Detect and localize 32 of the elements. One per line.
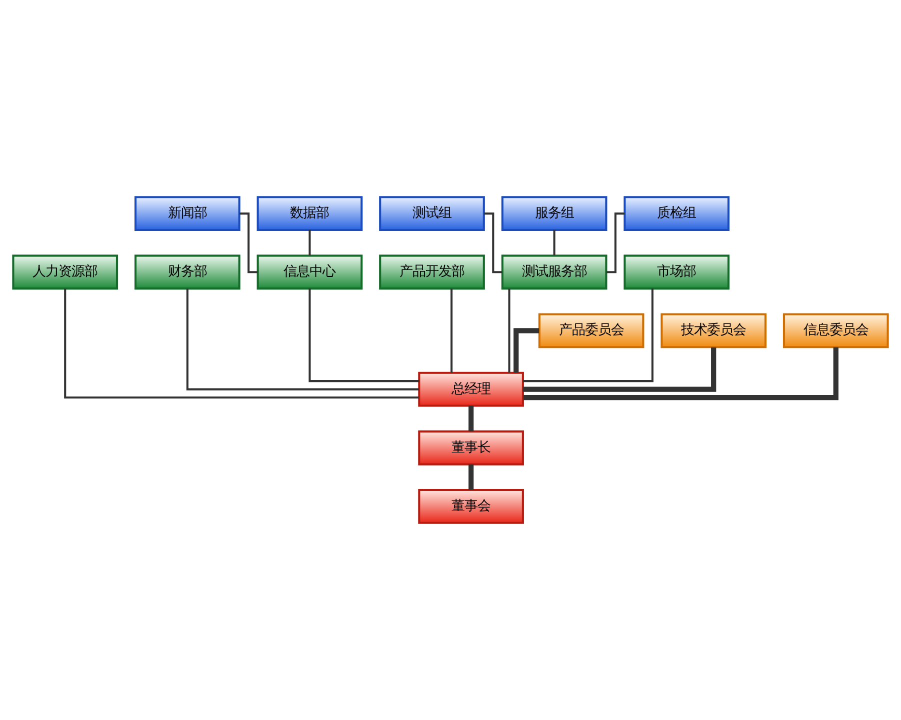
connector bbox=[508, 288, 510, 372]
node-box: 信息中心 bbox=[256, 254, 363, 290]
node-box: 市场部 bbox=[624, 254, 730, 290]
node-box: 测试组 bbox=[379, 196, 485, 232]
node-box: 总经理 bbox=[418, 372, 524, 407]
node-box: 产品开发部 bbox=[379, 254, 485, 290]
node-box: 新闻部 bbox=[134, 196, 240, 232]
node-box: 质检组 bbox=[624, 196, 730, 232]
node-box: 数据部 bbox=[256, 196, 363, 232]
node-box: 财务部 bbox=[134, 254, 240, 290]
connector bbox=[308, 288, 420, 382]
connector bbox=[523, 347, 716, 392]
connector bbox=[468, 406, 474, 432]
node-box: 产品委员会 bbox=[538, 313, 644, 348]
node-box: 董事会 bbox=[418, 488, 524, 524]
node-box: 董事长 bbox=[418, 430, 524, 466]
connector bbox=[308, 230, 311, 256]
connector bbox=[523, 288, 654, 382]
connector bbox=[186, 288, 420, 390]
node-box: 服务组 bbox=[501, 196, 608, 232]
connector bbox=[484, 212, 502, 274]
connector bbox=[240, 212, 258, 274]
connector bbox=[606, 212, 624, 274]
node-box: 人力资源部 bbox=[12, 254, 118, 290]
connector bbox=[468, 464, 474, 490]
node-box: 测试服务部 bbox=[501, 254, 608, 290]
node-box: 技术委员会 bbox=[660, 313, 767, 348]
connector bbox=[523, 347, 838, 400]
connector bbox=[553, 230, 556, 256]
node-box: 信息委员会 bbox=[782, 313, 889, 348]
connector bbox=[64, 288, 419, 399]
connector bbox=[450, 288, 453, 372]
